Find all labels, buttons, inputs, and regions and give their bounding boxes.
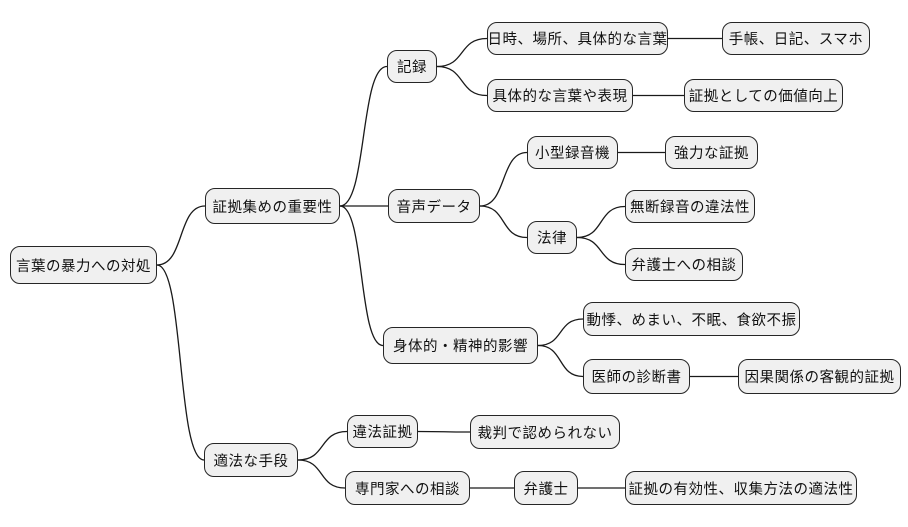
mindmap-node-strong: 強力な証拠 xyxy=(665,136,758,169)
edge-root-evidence xyxy=(156,205,206,266)
edge-illegal_ev-court xyxy=(417,430,471,433)
edge-evidence-record xyxy=(339,65,388,207)
mindmap-node-datetime: 日時、場所、具体的な言葉 xyxy=(487,22,668,55)
mindmap-node-lawyer_advice: 弁護士への相談 xyxy=(625,248,743,281)
edge-law-lawyer_advice xyxy=(576,236,626,266)
edge-record-datetime xyxy=(436,37,488,68)
edge-audio-recorder xyxy=(479,151,528,207)
mindmap-node-legal: 適法な手段 xyxy=(204,443,298,477)
mindmap-node-physical: 身体的・精神的影響 xyxy=(383,327,538,364)
mindmap-node-evidence: 証拠集めの重要性 xyxy=(205,188,340,224)
edge-physical-symptoms xyxy=(537,318,584,347)
mindmap-node-words: 具体的な言葉や表現 xyxy=(487,79,633,112)
mindmap-node-root: 言葉の暴力への対処 xyxy=(10,246,157,284)
mindmap-node-value: 証拠としての価値向上 xyxy=(684,79,843,112)
edge-legal-expert xyxy=(297,459,346,489)
mindmap-node-validity: 証拠の有効性、収集方法の適法性 xyxy=(625,471,857,505)
mindmap-node-doctor: 医師の診断書 xyxy=(583,359,690,394)
edge-physical-doctor xyxy=(537,344,584,378)
mindmap-node-causal: 因果関係の客観的証拠 xyxy=(738,359,901,394)
edge-record-words xyxy=(436,65,488,97)
edge-audio-law xyxy=(479,205,528,239)
mindmap-node-audio: 音声データ xyxy=(388,189,480,223)
mindmap-node-expert: 専門家への相談 xyxy=(345,471,470,505)
edge-legal-illegal_ev xyxy=(297,430,348,461)
mindmap-node-notebook: 手帳、日記、スマホ xyxy=(722,22,870,55)
mindmap-node-symptoms: 動悸、めまい、不眠、食欲不振 xyxy=(583,302,800,336)
edge-law-illegal_rec xyxy=(576,205,626,239)
mindmap-node-recorder: 小型録音機 xyxy=(527,136,618,169)
mindmap-node-court: 裁判で認められない xyxy=(470,415,620,449)
mindmap-node-record: 記録 xyxy=(387,50,437,83)
edge-evidence-physical xyxy=(339,205,384,347)
edge-root-legal xyxy=(156,264,205,461)
mindmap-node-law: 法律 xyxy=(527,221,577,254)
mindmap-node-illegal_ev: 違法証拠 xyxy=(347,415,418,448)
mindmap-node-lawyer: 弁護士 xyxy=(514,471,578,505)
mindmap-node-illegal_rec: 無断録音の違法性 xyxy=(625,190,755,223)
